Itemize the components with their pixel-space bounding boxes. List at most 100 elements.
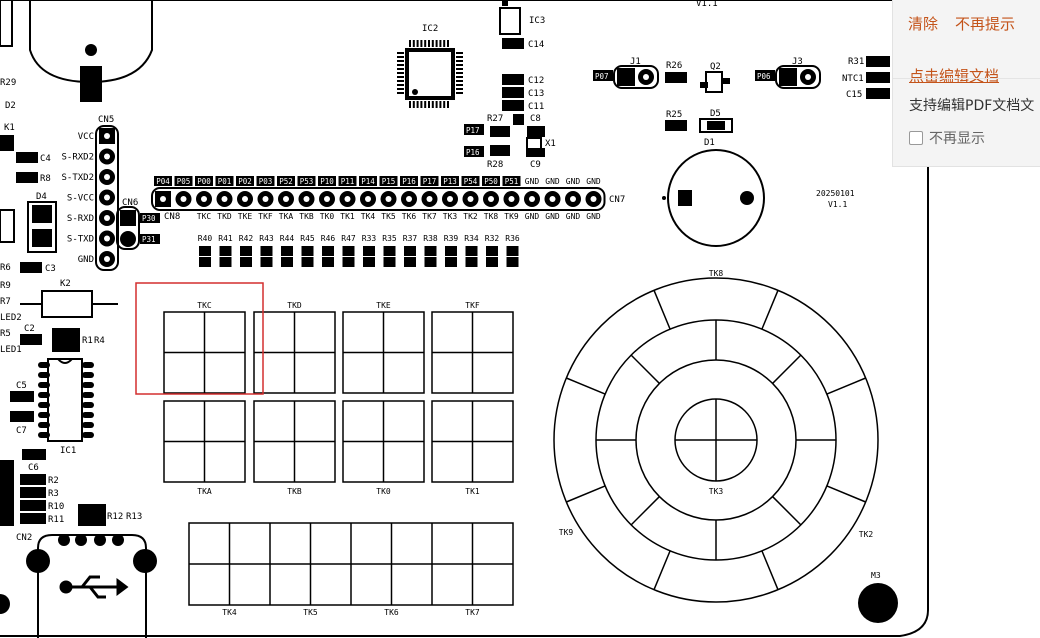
part-label: R7 [0,297,11,307]
ic2-pin [397,88,404,90]
r26-label: R26 [666,61,682,71]
header-bottom-label: TK2 [463,212,478,221]
ic2-pin [420,101,423,108]
header-top-pad [502,176,521,186]
usb-pin3 [94,534,106,546]
ic2-pin [456,68,463,70]
j3-pin2-hole [805,74,811,80]
part-label: R4 [94,336,105,346]
j1-outline[interactable] [613,65,659,89]
ic1-pin [82,422,94,428]
mount-hole-left [0,594,10,614]
no-show-checkbox[interactable] [909,131,923,145]
resistor-label: R39 [444,234,459,243]
buz1-label: D1 [704,138,715,148]
ic2-chip[interactable]: IC2 [397,24,463,108]
j1-pin2-hole [643,74,649,80]
part-label: R6 [0,263,11,273]
header-top-pad [215,176,234,186]
ic2-pin [397,52,404,54]
part-label: R12 [107,512,123,522]
r28-label: R28 [487,160,503,170]
cn2-label: CN2 [16,533,32,543]
ic2-pin [397,68,404,70]
smd-part [20,262,42,273]
wheel-spoke [761,290,779,330]
resistor-pad [404,246,416,256]
part-label: R11 [48,515,64,525]
cn8-label: CN8 [164,212,180,222]
buzzer-outline[interactable] [667,149,765,247]
header-top-label: P54 [464,177,478,186]
key-bar-label: TK4 [222,608,237,617]
part-label: R1 [82,336,93,346]
ic1-pin [38,432,50,438]
ic2-pin [456,64,463,66]
resistor-label: R36 [505,234,520,243]
ic2-pin [439,101,442,108]
d4-pad1 [32,205,52,223]
smd-part [10,411,34,422]
wheel-ring [553,277,879,603]
p17-label: P17 [466,126,480,135]
header-bottom-label: TK4 [361,212,376,221]
k2-outline[interactable] [41,290,93,318]
no-remind-button[interactable]: 不再提示 [955,15,1016,33]
resistor-pad [486,257,498,267]
battery-hole [85,44,97,56]
touch-key-label: TKD [287,301,302,310]
wheel-label: TK9 [559,528,574,537]
usb-connector[interactable] [37,534,147,638]
header-top-label: P14 [361,177,375,186]
edit-doc-link[interactable]: 点击编辑文档 [909,67,1000,85]
cn6-pin-label: P30 [142,214,156,223]
header-top-pad [441,176,459,186]
wheel-spoke [653,550,671,590]
r27-label: R27 [487,114,503,124]
usb-pin2 [75,534,87,546]
usb-pin4 [112,534,124,546]
clear-button[interactable]: 清除 [908,15,939,33]
resistor-pad [486,246,498,256]
m3-label: M3 [871,571,881,580]
resistor-label: R41 [218,234,233,243]
cn5-pin-label: S-VCC [67,194,94,204]
resistor-pad [301,257,314,267]
key-bar-label: TK5 [303,608,318,617]
header-top-label: P17 [423,177,437,186]
cn5-pin-hole [104,194,110,201]
smd-part [20,487,46,498]
resistor-label: R35 [382,234,397,243]
resistor-pad [342,257,355,267]
header-bottom-label: TK3 [443,212,458,221]
resistor-pad [424,257,437,267]
j3-label: J3 [792,57,803,67]
header-pin-hole [590,196,597,202]
header-top-label: GND [525,177,540,186]
ic1-pin [82,432,94,438]
ic1-pin [82,362,94,368]
q2-pad2 [700,82,708,88]
header-top-label: P11 [341,177,355,186]
no-show-row[interactable]: 不再显示 [909,128,985,148]
resistor-pad [322,246,334,256]
resistor-pad [506,257,519,267]
ic1-chip[interactable]: IC1 [38,358,94,456]
ic1-pin [38,422,50,428]
resistor-pad [445,246,457,256]
j3-outline[interactable] [775,65,821,89]
ic2-pin [397,72,404,74]
ic1-pin [82,412,94,418]
header-pin-hole [549,196,556,202]
resistor-label: R45 [300,234,315,243]
resistor-pad [219,257,232,267]
ic2-pin [456,72,463,74]
header-pin-hole [529,196,535,202]
